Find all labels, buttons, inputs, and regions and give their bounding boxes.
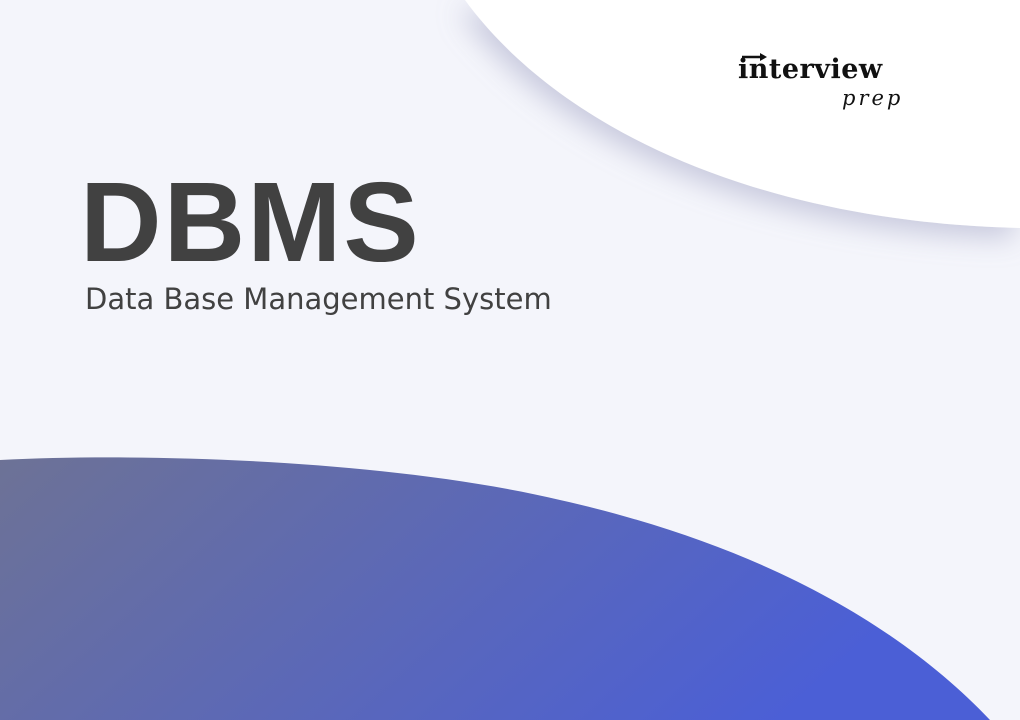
logo-sub-text: prep: [842, 86, 904, 110]
top-right-curve-shape: [465, 0, 1020, 228]
interview-prep-logo: interview prep: [738, 53, 928, 126]
logo-main-text: interview: [738, 54, 883, 85]
logo-arrow-icon: [742, 53, 767, 61]
page-subtitle: Data Base Management System: [85, 282, 552, 316]
page-title: DBMS: [80, 159, 421, 285]
bottom-wave-shape: [0, 457, 990, 720]
